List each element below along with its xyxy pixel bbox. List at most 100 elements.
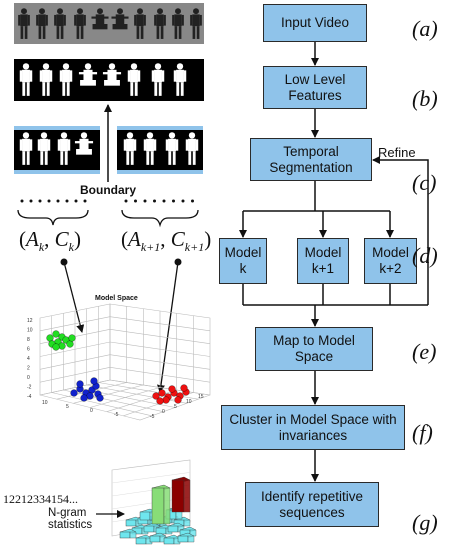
silhouette-leg: [60, 151, 64, 165]
pair-k-a-sub: k: [38, 240, 45, 255]
silhouette-head: [130, 63, 138, 70]
silhouette-leg: [156, 26, 160, 39]
dot: [20, 199, 24, 203]
silhouette-arm: [175, 139, 179, 151]
silhouette-head: [157, 8, 163, 15]
silhouette-head: [77, 8, 83, 15]
silhouette-leg: [176, 82, 180, 96]
silhouette-arm: [127, 70, 131, 82]
y-tick: 15: [198, 394, 204, 400]
silhouette-body: [79, 138, 89, 149]
silhouette-leg: [40, 151, 44, 165]
z-tick: 12: [27, 318, 33, 324]
hist-bar-side: [183, 519, 191, 527]
cluster-point: [96, 394, 104, 402]
silhouette-body: [107, 69, 117, 80]
silhouette-body: [126, 138, 134, 152]
silhouette-leg: [64, 151, 68, 165]
pointer-k: [63, 261, 85, 333]
model-k1-text: Model k+1: [304, 245, 342, 276]
silhouette-arm: [63, 14, 66, 26]
low-level-features-box: Low Level Features: [263, 66, 367, 109]
silhouette-leg: [60, 26, 64, 39]
silhouette-arm: [29, 70, 33, 82]
y-tick: -5: [150, 414, 155, 420]
dot: [191, 199, 194, 203]
x-tick: -5: [114, 412, 119, 418]
silhouette-legs: [80, 80, 96, 86]
hist-bar-front: [167, 525, 179, 533]
silhouette-head: [168, 132, 176, 139]
silhouette-arm: [19, 139, 23, 151]
silhouette-body: [156, 14, 164, 27]
dot: [38, 199, 42, 203]
cluster-point: [70, 389, 78, 397]
segment-k1-figures: [123, 132, 199, 165]
silhouette-leg: [136, 26, 140, 39]
silhouette-leg: [66, 82, 70, 96]
silhouette-leg: [62, 82, 66, 96]
silhouette-leg: [188, 151, 192, 165]
silhouette-arm: [74, 14, 77, 26]
cluster-point: [90, 377, 98, 385]
silhouette-leg: [22, 151, 26, 165]
dot: [172, 199, 175, 203]
refine-loop: [372, 156, 429, 305]
raw-figures: [18, 8, 202, 39]
silhouette-arm: [19, 70, 23, 82]
cluster-point: [58, 342, 66, 350]
silhouette-figures: [19, 63, 187, 96]
silhouette-leg: [140, 26, 144, 39]
silhouette-leg: [38, 26, 42, 39]
silhouette-head: [84, 63, 92, 70]
dot: [65, 199, 69, 203]
dot: [162, 199, 166, 203]
dot: [153, 199, 156, 203]
model-space-plot: [39, 303, 211, 421]
silhouette-leg: [174, 26, 178, 39]
hist-bar-front: [155, 527, 167, 535]
silhouette-leg: [80, 26, 84, 39]
silhouette-arms: [78, 72, 98, 75]
dot: [47, 199, 51, 203]
silhouette-arm: [18, 14, 21, 26]
silhouette-arm: [29, 139, 33, 151]
cluster-point: [168, 385, 176, 393]
boundary-label: Boundary: [80, 183, 137, 197]
dot: [83, 199, 87, 203]
hist-bar-front: [135, 537, 147, 545]
identify-text: Identify repetitive sequences: [260, 488, 364, 520]
silhouette-head: [117, 8, 123, 15]
silhouette-body: [56, 14, 64, 27]
silhouette-body: [60, 138, 68, 152]
silhouette-arm: [153, 139, 157, 151]
cluster-point: [52, 343, 60, 351]
silhouette-arm: [134, 14, 137, 26]
silhouette-leg: [126, 151, 130, 165]
model-k2-box: Model k+2: [364, 238, 417, 284]
pair-k-c-sub: k: [68, 240, 74, 255]
silhouette-arm: [67, 139, 71, 151]
silhouette-arm: [49, 70, 53, 82]
silhouette-leg: [192, 26, 196, 39]
silhouette-arm: [161, 70, 165, 82]
identify-box: Identify repetitive sequences: [245, 482, 379, 527]
right-brace: [121, 209, 199, 228]
segment-k-figures: [19, 132, 94, 165]
silhouette-leg: [158, 82, 162, 96]
model-k1-box: Model k+1: [297, 238, 349, 284]
step-label-g: (g): [412, 510, 438, 535]
silhouette-head: [154, 63, 162, 70]
map-model-space-text: Map to Model Space: [273, 333, 355, 364]
model-k-box: Model k: [219, 238, 267, 284]
cluster-point: [76, 380, 84, 388]
green-cluster: [46, 330, 76, 351]
histogram-plot: [111, 459, 197, 545]
silhouette-leg: [42, 82, 46, 96]
z-tick: -2: [27, 385, 32, 391]
silhouette-arm: [173, 70, 177, 82]
dot: [181, 199, 185, 203]
z-tick: 10: [27, 328, 33, 334]
hist-bar-front: [177, 535, 189, 543]
silhouette-arm: [45, 14, 48, 26]
